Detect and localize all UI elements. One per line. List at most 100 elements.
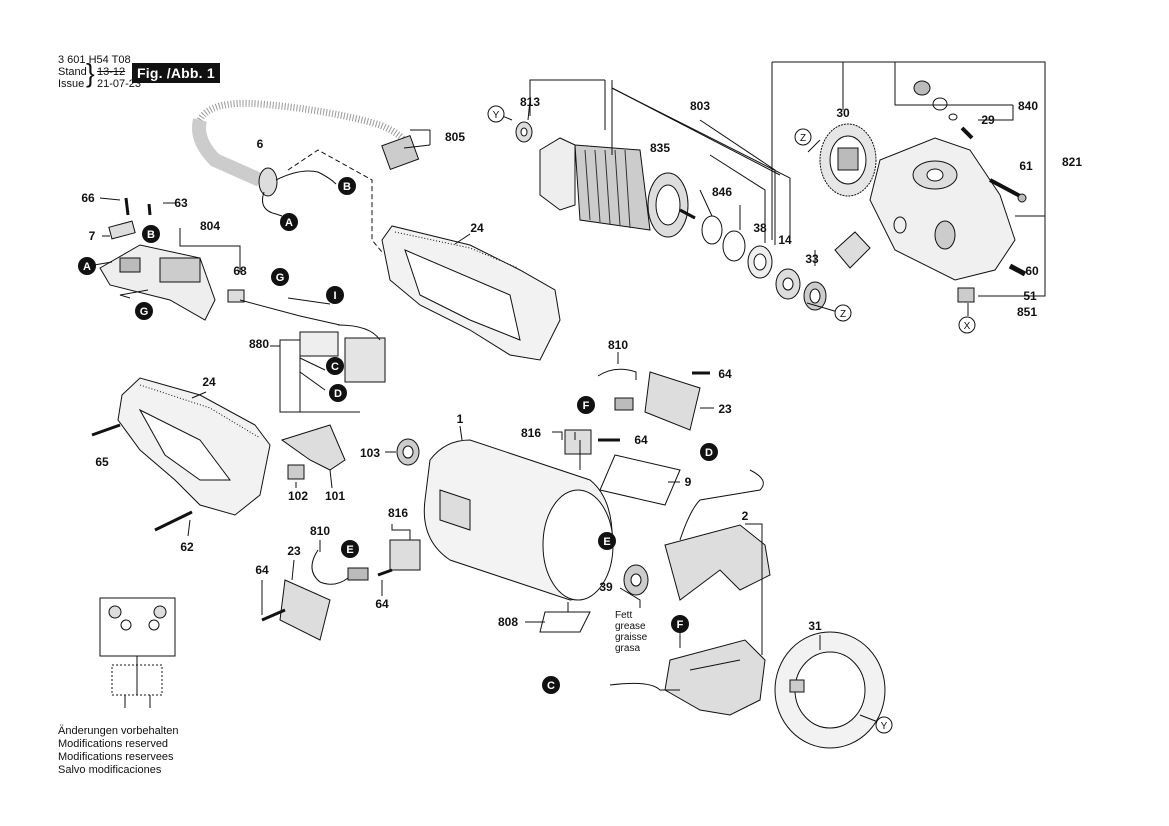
part-803: 803 — [690, 99, 710, 113]
cable-grommet-6 — [258, 167, 337, 217]
part-2: 2 — [742, 509, 749, 523]
leaders-64-lower — [261, 580, 383, 615]
leader-24a — [454, 233, 471, 245]
part-23-lower: 23 — [287, 544, 301, 558]
callout-a-switch: A — [78, 257, 96, 275]
part-813: 813 — [520, 95, 540, 109]
new-date: 21-07-23 — [97, 78, 142, 90]
part-23-upper: 23 — [718, 402, 732, 416]
bevel-gear-30 — [819, 123, 877, 197]
bearing-39 — [623, 564, 649, 596]
part-29: 29 — [981, 113, 995, 127]
note-es: Salvo modificaciones — [58, 764, 162, 776]
leader-23b — [291, 559, 295, 581]
svg-text:C: C — [331, 361, 339, 373]
svg-text:I: I — [333, 290, 336, 302]
part-9: 9 — [685, 475, 692, 489]
leader-808 — [525, 602, 569, 623]
field-coil-2 — [664, 469, 771, 716]
leader-880 — [270, 342, 360, 413]
ref-x: X — [958, 316, 976, 334]
leader-804 — [179, 228, 241, 272]
callout-g-module: G — [271, 268, 289, 286]
grease-note-es: grasa — [615, 643, 641, 654]
part-810-upper: 810 — [608, 338, 628, 352]
part-816-lower: 816 — [388, 506, 408, 520]
insulation-sheet-9 — [599, 454, 681, 506]
spring-102 — [287, 464, 305, 480]
leader-816b — [391, 524, 411, 540]
part-61: 61 — [1019, 159, 1033, 173]
part-66: 66 — [81, 191, 95, 205]
part-810-lower: 810 — [310, 524, 330, 538]
part-51: 51 — [1023, 289, 1037, 303]
svg-text:G: G — [276, 272, 285, 284]
part-808: 808 — [498, 615, 518, 629]
ring-33 — [803, 281, 827, 311]
carbon-brush-810-lower — [311, 549, 369, 585]
ref-y-top: Y — [487, 105, 505, 123]
bearing-813 — [515, 121, 533, 143]
power-cable-805 — [192, 99, 430, 187]
note-en: Modifications reserved — [58, 738, 169, 750]
motor-housing-1 — [423, 439, 614, 601]
part-880: 880 — [249, 337, 269, 351]
leaders-top-right — [499, 61, 1046, 316]
screw-65 — [91, 423, 121, 437]
part-68: 68 — [233, 264, 247, 278]
brush-holder-816-lower — [389, 539, 421, 571]
leader-39 — [619, 587, 641, 608]
svg-text:C: C — [547, 680, 555, 692]
part-64-upper: 64 — [718, 367, 732, 381]
part-101: 101 — [325, 489, 345, 503]
callout-c-module: C — [326, 357, 344, 375]
assembly-path-cable — [287, 149, 383, 253]
leaders-lever — [187, 469, 333, 537]
rear-cover-31 — [774, 631, 886, 749]
part-24-top: 24 — [470, 221, 484, 235]
modification-notes: Änderungen vorbehalten Modifications res… — [58, 725, 178, 777]
part-30: 30 — [836, 106, 850, 120]
screw-61 — [989, 178, 1027, 203]
part-805: 805 — [445, 130, 465, 144]
callout-d-coil: D — [700, 443, 718, 461]
leader-31 — [819, 635, 879, 723]
switch-lever-101 — [280, 424, 346, 471]
svg-text:F: F — [583, 400, 590, 412]
washer-38-area — [722, 230, 773, 279]
callout-d-module: D — [329, 384, 347, 402]
svg-text:F: F — [677, 619, 684, 631]
part-33: 33 — [805, 252, 819, 266]
part-38: 38 — [753, 221, 767, 235]
part-24-bottom: 24 — [202, 375, 216, 389]
electronic-module-880 — [239, 297, 386, 413]
leaders-switch — [87, 197, 175, 299]
sleeve-51 — [957, 287, 975, 303]
svg-text:B: B — [343, 181, 351, 193]
part-64-lower-right: 64 — [375, 597, 389, 611]
screw-66-63 — [124, 197, 152, 216]
svg-text:A: A — [83, 261, 91, 273]
leader-805 — [403, 130, 431, 149]
note-fr: Modifications reservees — [58, 751, 174, 763]
part-840: 840 — [1018, 99, 1038, 113]
grease-note: Fett grease graisse grasa — [615, 610, 647, 654]
leader-2 — [745, 523, 763, 655]
screw-64-lower — [261, 608, 286, 622]
callout-f-coil: F — [671, 615, 689, 633]
callout-c-coil: C — [542, 676, 560, 694]
part-39: 39 — [599, 580, 613, 594]
grease-note-en: grease — [615, 621, 646, 632]
callout-e-lower: E — [341, 540, 359, 558]
doc-number: 3 601 H54 T08 — [58, 54, 131, 66]
stand-label: Stand — [58, 66, 87, 78]
svg-text:E: E — [603, 536, 610, 548]
svg-text:G: G — [140, 306, 149, 318]
part-851: 851 — [1017, 305, 1037, 319]
screw-62 — [154, 510, 193, 532]
svg-text:D: D — [334, 388, 342, 400]
ref-y-cover: Y — [875, 716, 893, 734]
callout-f-upper: F — [577, 396, 595, 414]
fan-103 — [396, 438, 420, 466]
